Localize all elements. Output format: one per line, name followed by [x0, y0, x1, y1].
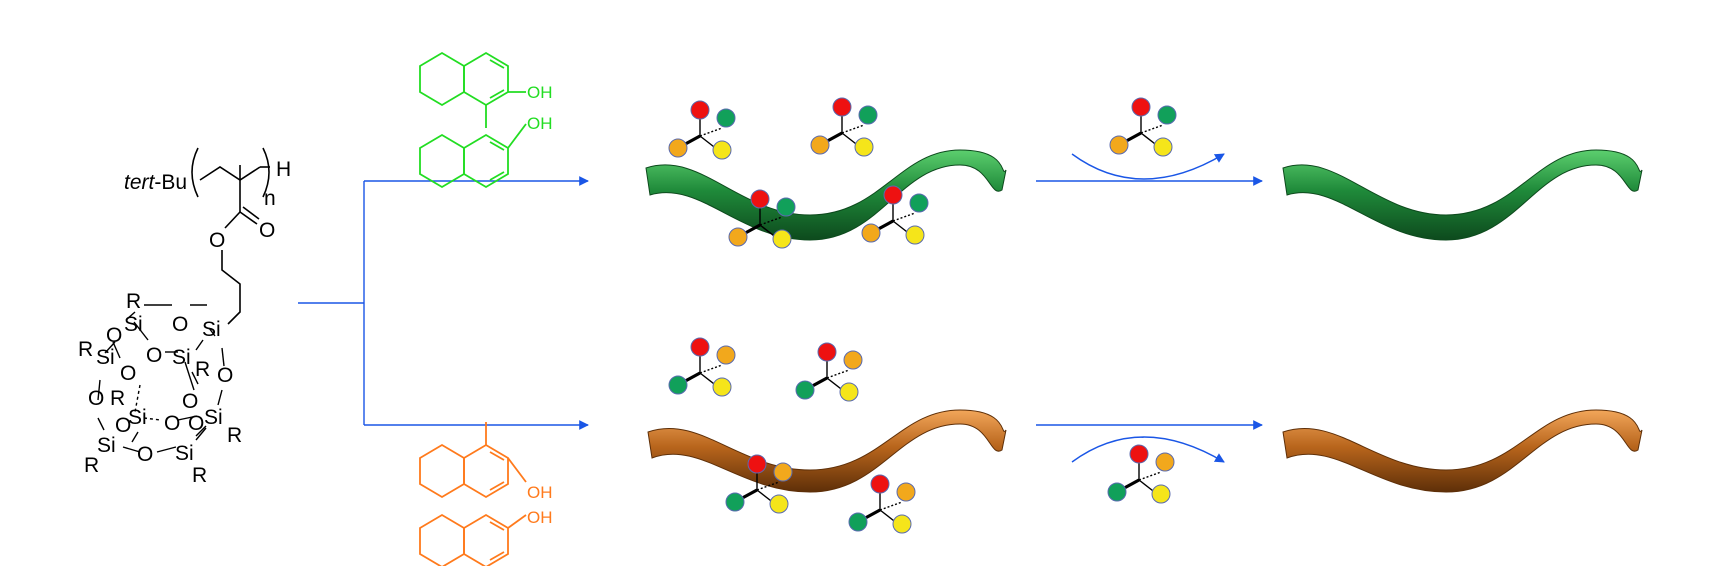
chiral-molecule-icon: [668, 100, 736, 160]
si-atom: Si: [202, 318, 221, 341]
si-atom: Si: [175, 442, 194, 465]
binol-orange: [419, 422, 527, 566]
o-atom: O: [188, 412, 204, 435]
green-oh-top: OH: [527, 83, 553, 102]
si-atom: Si: [128, 406, 147, 429]
r-group: R: [195, 358, 210, 381]
chiral-molecule-icon: [795, 342, 863, 402]
terminal-h: H: [276, 158, 291, 181]
left-bracket: [191, 147, 199, 198]
r-group: R: [227, 424, 242, 447]
si-atom: Si: [96, 346, 115, 369]
ester-o: O: [209, 229, 225, 252]
repeat-subscript: n: [264, 187, 276, 210]
chiral-molecule-icon: [668, 337, 736, 397]
binol-green: [419, 51, 527, 189]
orange-oh-top: OH: [527, 483, 553, 502]
backbone-bond: [199, 166, 261, 181]
end-group-label: tert-Bu: [124, 171, 187, 194]
r-group: R: [126, 290, 141, 313]
o-atom: O: [182, 390, 198, 413]
chiral-molecule-icon: [728, 189, 796, 249]
branch-arrows: [298, 176, 589, 430]
chiral-molecule-icon: [848, 474, 916, 534]
helix-orange-right: [1282, 409, 1643, 493]
chiral-molecules: [668, 97, 1177, 534]
chiral-molecule-icon: [725, 454, 793, 514]
right-arrows: [1036, 153, 1263, 463]
o-atom: O: [217, 364, 233, 387]
chiral-molecule-icon: [861, 185, 929, 245]
o-atom: O: [137, 443, 153, 466]
si-atom: Si: [172, 346, 191, 369]
o-atom: O: [88, 387, 104, 410]
o-atom: O: [172, 313, 188, 336]
o-atom: O: [164, 412, 180, 435]
helix-green-left: [645, 149, 1007, 241]
si-atom: Si: [124, 313, 143, 336]
si-atom: Si: [97, 434, 116, 457]
chiral-molecule-icon: [1107, 444, 1175, 504]
si-atom: Si: [204, 406, 223, 429]
orange-oh-bottom: OH: [527, 508, 553, 527]
right-bracket: [262, 147, 270, 198]
r-group: R: [110, 387, 125, 410]
o-atom: O: [115, 414, 131, 437]
curved-arrow-bottom: [1071, 436, 1225, 463]
o-atom: O: [106, 324, 122, 347]
propyl-linker: [221, 250, 241, 325]
r-group: R: [84, 454, 99, 477]
chiral-molecule-icon: [1109, 97, 1177, 157]
poss-cage: R Si O Si O R Si O Si O R O O O R Si O O…: [78, 290, 242, 487]
carbonyl-o: O: [259, 219, 275, 242]
helix-orange-left: [647, 409, 1007, 493]
chiral-molecule-icon: [810, 97, 878, 157]
polymer-structure: tert-Bu H n O O: [78, 147, 291, 487]
o-atom: O: [120, 362, 136, 385]
green-oh-bottom: OH: [527, 114, 553, 133]
o-atom: O: [146, 344, 162, 367]
r-group: R: [192, 464, 207, 487]
curved-arrow-top: [1071, 153, 1225, 180]
helix-green-right: [1282, 149, 1643, 241]
r-group: R: [78, 338, 93, 361]
